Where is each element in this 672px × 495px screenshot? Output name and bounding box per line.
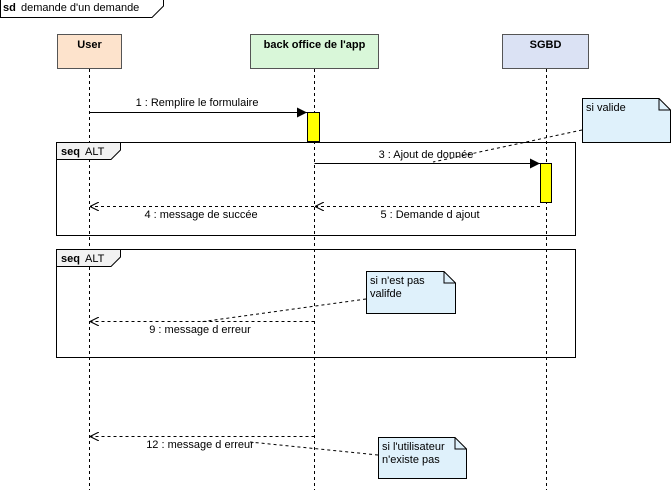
fragment-1-keyword: seq	[61, 146, 80, 158]
lifeline-head-user[interactable]: User	[57, 34, 122, 69]
message-1-label: 1 : Remplire le formulaire	[136, 97, 259, 109]
message-12[interactable]: 12 : message d erreur	[90, 437, 315, 452]
frame-title: demande d'un demande	[21, 2, 139, 14]
lifeline-label-sgbd: SGBD	[530, 39, 562, 51]
note-1-line-1: si valide	[586, 102, 626, 114]
message-1[interactable]: 1 : Remplire le formulaire	[89, 97, 308, 118]
lifeline-label-user: User	[77, 39, 102, 51]
message-12-label: 12 : message d erreur	[146, 439, 254, 451]
message-4-label: 4 : message de succée	[144, 209, 257, 221]
note-2-line-2: valifde	[370, 288, 402, 300]
note-2-connector	[199, 298, 367, 323]
message-9-label: 9 : message d erreur	[149, 324, 251, 336]
message-3[interactable]: 3 : Ajout de donnée	[314, 149, 541, 169]
activation-backoffice	[307, 112, 320, 142]
activation-sgbd	[540, 163, 552, 203]
lifeline-head-sgbd[interactable]: SGBD	[502, 34, 589, 69]
message-9[interactable]: 9 : message d erreur	[90, 322, 315, 337]
note-3-line-2: n'existe pas	[382, 454, 440, 466]
fragment-1-condition: ALT	[85, 146, 105, 158]
lifeline-label-backoffice: back office de l'app	[264, 39, 366, 51]
fragment-2-keyword: seq	[61, 253, 80, 265]
combined-fragment-1[interactable]: seq ALT	[56, 142, 576, 236]
note-2-line-1: si n'est pas	[370, 275, 425, 287]
note-3-line-1: si l'utilisateur	[382, 441, 445, 453]
note-1-connector	[432, 129, 583, 163]
note-1[interactable]: si valide	[582, 98, 671, 143]
message-5[interactable]: 5 : Demande d ajout	[315, 207, 540, 222]
message-4[interactable]: 4 : message de succée	[90, 207, 314, 222]
frame-keyword: sd	[3, 2, 16, 14]
message-5-label: 5 : Demande d ajout	[380, 209, 479, 221]
fragment-2-condition: ALT	[85, 253, 105, 265]
message-3-label: 3 : Ajout de donnée	[379, 149, 474, 161]
combined-fragment-2[interactable]: seq ALT	[56, 249, 576, 358]
frame-tab: sd demande d'un demande	[0, 0, 164, 18]
note-2[interactable]: si n'est pas valifde	[366, 271, 456, 314]
lifeline-head-backoffice[interactable]: back office de l'app	[250, 34, 379, 69]
note-3[interactable]: si l'utilisateur n'existe pas	[378, 437, 467, 479]
